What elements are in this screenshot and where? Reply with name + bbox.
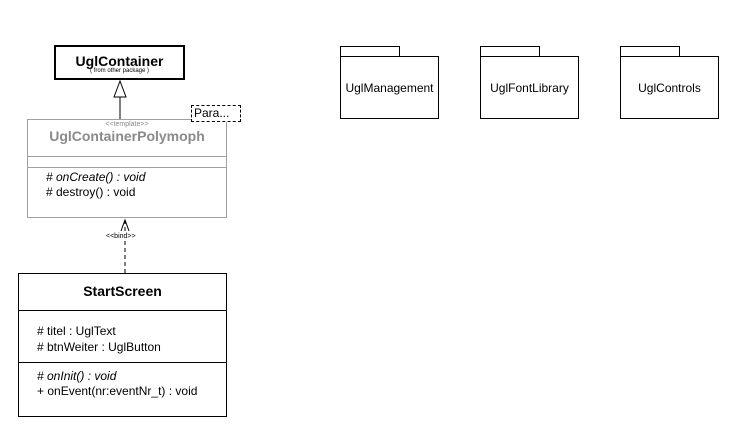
- start-screen-attribute-titel: # titel : UglText: [37, 324, 116, 338]
- package-tab: [480, 46, 540, 57]
- start-screen-divider-2: [19, 362, 226, 363]
- start-screen-operation-onevent: + onEvent(nr:eventNr_t) : void: [37, 384, 198, 398]
- start-screen-name: StartScreen: [83, 283, 162, 299]
- template-parameter-label: Para...: [194, 106, 230, 120]
- start-screen-attribute-btnweiter: # btnWeiter : UglButton: [37, 340, 161, 354]
- template-divider-1: [28, 156, 226, 157]
- template-operation-destroy: # destroy() : void: [46, 185, 136, 199]
- template-operation-oncreate: # onCreate() : void: [46, 170, 146, 184]
- start-screen-operation-oninit: # onInit() : void: [37, 369, 117, 383]
- package-tab: [620, 46, 680, 57]
- ugl-container-name: UglContainer: [75, 53, 164, 69]
- package-label: UglManagement: [345, 80, 434, 95]
- start-screen-class[interactable]: StartScreen # titel : UglText # btnWeite…: [18, 273, 227, 417]
- start-screen-divider-1: [19, 310, 226, 311]
- template-class[interactable]: <<template>> UglContainerPolymoph # onCr…: [27, 119, 227, 218]
- package-label: UglControls: [638, 80, 701, 95]
- ugl-container-class[interactable]: UglContainer ( from other package ): [54, 45, 185, 80]
- generalization-arrowhead: [113, 79, 127, 98]
- template-class-name: UglContainerPolymoph: [49, 128, 205, 144]
- package-body: UglManagement: [340, 56, 439, 119]
- package-body: UglControls: [620, 56, 719, 119]
- template-stereotype: <<template>>: [105, 121, 149, 128]
- bind-label: <<bind>>: [106, 233, 136, 240]
- template-divider-2: [28, 167, 226, 168]
- ugl-container-note: ( from other package ): [89, 68, 150, 74]
- bind-arrowhead: [120, 218, 130, 232]
- package-body: UglFontLibrary: [480, 56, 579, 119]
- package-label: UglFontLibrary: [490, 80, 569, 95]
- package-tab: [340, 46, 400, 57]
- template-parameter-box[interactable]: Para...: [191, 105, 241, 122]
